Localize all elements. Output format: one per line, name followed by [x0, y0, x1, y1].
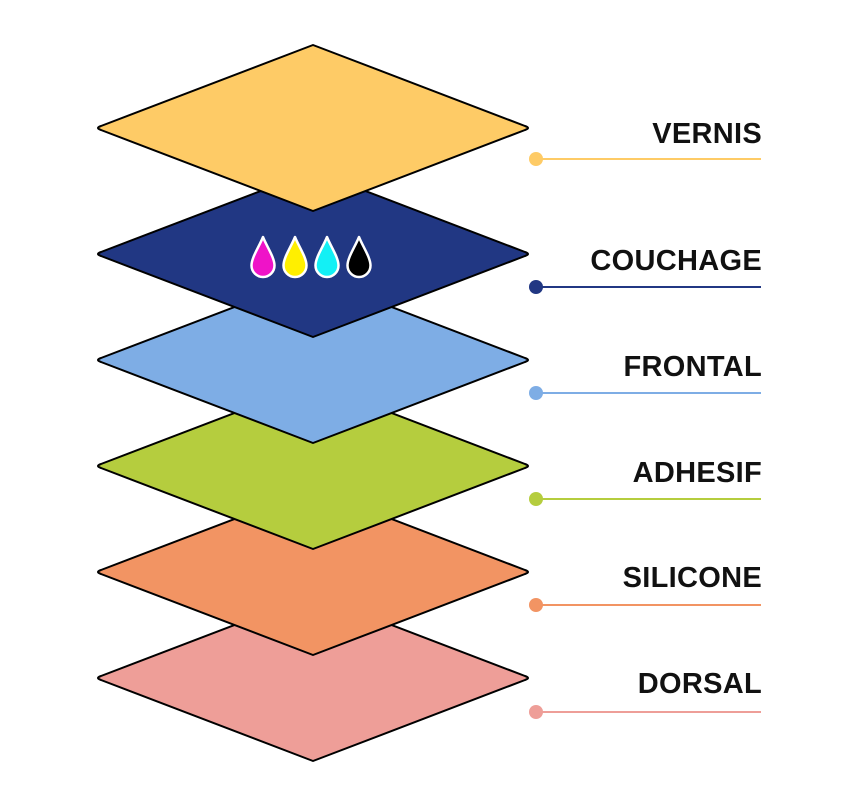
connector-adhesif — [529, 492, 761, 506]
yellow-drop-icon — [282, 235, 308, 279]
magenta-drop-icon — [250, 235, 276, 279]
label-dorsal: DORSAL — [637, 668, 762, 700]
label-adhesif: ADHESIF — [632, 457, 762, 489]
label-couchage: COUCHAGE — [590, 245, 762, 277]
connector-silicone — [529, 598, 761, 612]
layer-silicone — [97, 488, 529, 656]
black-drop-icon — [346, 235, 372, 279]
layer-vernis — [97, 44, 529, 212]
layer-adhesif — [97, 382, 529, 550]
layer-couchage — [97, 170, 529, 338]
label-silicone: SILICONE — [622, 562, 762, 594]
cmyk-ink-drops — [250, 235, 372, 279]
layer-dorsal — [97, 594, 529, 762]
cyan-drop-icon — [314, 235, 340, 279]
connector-vernis — [529, 152, 761, 166]
connector-frontal — [529, 386, 761, 400]
label-frontal: FRONTAL — [623, 351, 762, 383]
label-vernis: VERNIS — [652, 118, 762, 150]
layer-frontal — [97, 276, 529, 444]
connector-dorsal — [529, 705, 761, 719]
connector-couchage — [529, 280, 761, 294]
